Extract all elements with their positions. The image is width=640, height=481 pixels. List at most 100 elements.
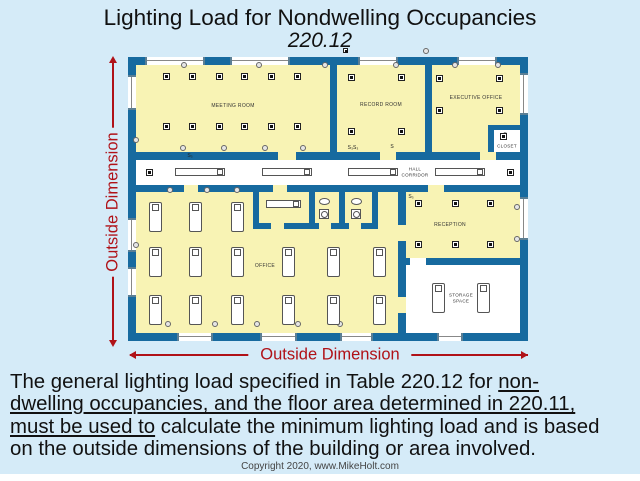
- ceiling-outlet-icon: [415, 241, 422, 248]
- fluorescent-fixture-icon: [231, 295, 244, 325]
- wall-closet-top: [488, 125, 520, 130]
- door-reception: [428, 185, 444, 192]
- paragraph-line-1: The general lighting load specified in T…: [10, 371, 599, 393]
- ceiling-outlet-icon: [452, 241, 459, 248]
- wall-storage-top: [406, 258, 520, 265]
- fluorescent-fixture-icon: [282, 247, 295, 277]
- receptacle-icon: [514, 236, 520, 242]
- receptacle-icon: [452, 62, 458, 68]
- bottom-dimension-label: Outside Dimension: [248, 345, 412, 365]
- door-restroom2: [349, 223, 361, 229]
- fluorescent-fixture-icon: [189, 295, 202, 325]
- window-icon: [520, 197, 528, 240]
- receptacle-icon: [514, 204, 520, 210]
- fluorescent-fixture-icon: [373, 247, 386, 277]
- receptacle-icon: [133, 137, 139, 143]
- window-icon: [128, 75, 136, 110]
- wall-corridor-bottom: [136, 185, 520, 192]
- door-executive: [480, 152, 496, 160]
- paragraph-line-3: must be used to calculate the minimum li…: [10, 416, 599, 438]
- wall-reception-left: [398, 192, 406, 333]
- ceiling-outlet-icon: [146, 169, 153, 176]
- receptacle-icon: [167, 187, 173, 193]
- arrow-down-icon: [109, 340, 117, 347]
- wall-toprooms-bottom: [136, 152, 520, 160]
- window-icon: [128, 218, 136, 252]
- toilet-icon: [319, 209, 329, 219]
- window-icon: [457, 57, 497, 65]
- room-label-closet: CLOSET: [497, 143, 517, 149]
- arrow-right-icon: [521, 351, 528, 359]
- switch-icon: S₃: [408, 194, 414, 200]
- ceiling-outlet-icon: [398, 74, 405, 81]
- fluorescent-fixture-icon: [262, 168, 312, 176]
- paragraph-text: on the outside dimensions of the buildin…: [10, 437, 536, 460]
- fluorescent-fixture-icon: [231, 202, 244, 232]
- receptacle-icon: [204, 187, 210, 193]
- receptacle-icon: [165, 321, 171, 327]
- wall-copyroom-left: [253, 192, 259, 223]
- door-storage: [410, 258, 426, 265]
- ceiling-outlet-icon: [507, 169, 514, 176]
- room-label-hall-2: CORRIDOR: [401, 172, 429, 178]
- wall-closet-left: [488, 125, 494, 152]
- window-icon: [437, 333, 463, 341]
- fluorescent-fixture-icon: [175, 168, 225, 176]
- sink-icon: [319, 198, 330, 205]
- fluorescent-fixture-icon: [149, 202, 162, 232]
- ceiling-outlet-icon: [415, 200, 422, 207]
- underlined-text: must be used to: [10, 415, 156, 438]
- ceiling-outlet-icon: [189, 73, 196, 80]
- ceiling-outlet-icon: [452, 200, 459, 207]
- wall-restroom2-right: [372, 192, 378, 223]
- ceiling-outlet-icon: [398, 128, 405, 135]
- fluorescent-fixture-icon: [149, 295, 162, 325]
- window-icon: [128, 267, 136, 297]
- receptacle-icon: [300, 145, 306, 151]
- sink-icon: [351, 198, 362, 205]
- room-label-meeting: MEETING ROOM: [211, 103, 255, 109]
- door-copyroom-south: [271, 223, 284, 229]
- wall-smallrooms-bottom: [253, 223, 378, 229]
- fluorescent-fixture-icon: [189, 202, 202, 232]
- ceiling-outlet-icon: [163, 73, 170, 80]
- ceiling-outlet-icon: [436, 75, 443, 82]
- room-label-reception: RECEPTION: [434, 222, 466, 228]
- ceiling-outlet-icon: [268, 123, 275, 130]
- room-label-storage-1: STORAGE: [448, 292, 474, 298]
- receptacle-icon: [322, 62, 328, 68]
- fluorescent-fixture-icon: [348, 168, 398, 176]
- window-icon: [230, 57, 290, 65]
- fluorescent-fixture-icon: [282, 295, 295, 325]
- ceiling-outlet-icon: [348, 74, 355, 81]
- window-icon: [177, 333, 213, 341]
- storage-space-area: [406, 265, 520, 333]
- ceiling-outlet-icon: [496, 107, 503, 114]
- ceiling-outlet-icon: [216, 123, 223, 130]
- door-restroom1: [319, 223, 331, 229]
- ceiling-outlet-icon: [241, 123, 248, 130]
- switch-icon: S: [390, 144, 394, 150]
- ceiling-outlet-icon: [241, 73, 248, 80]
- fluorescent-fixture-icon: [435, 168, 485, 176]
- fluorescent-fixture-icon: [327, 247, 340, 277]
- paragraph-text: The general lighting load specified in T…: [10, 371, 499, 393]
- switch-icon: S₃S₃: [347, 145, 359, 151]
- arrow-up-icon: [109, 56, 117, 63]
- door-office-1: [184, 185, 198, 192]
- fluorescent-fixture-icon: [432, 283, 445, 313]
- receptacle-icon: [393, 62, 399, 68]
- ceiling-outlet-icon: [294, 73, 301, 80]
- receptacle-icon: [234, 187, 240, 193]
- ceiling-outlet-icon: [189, 123, 196, 130]
- toilet-icon: [351, 209, 361, 219]
- receptacle-icon: [254, 321, 260, 327]
- receptacle-icon: [256, 62, 262, 68]
- room-label-executive: EXECUTIVE OFFICE: [449, 95, 503, 101]
- outer-wall-left: [128, 57, 136, 341]
- outer-wall-bottom: [128, 333, 528, 341]
- door-meeting: [278, 152, 296, 160]
- wall-meeting-record: [330, 65, 337, 152]
- room-label-office: OFFICE: [254, 263, 276, 269]
